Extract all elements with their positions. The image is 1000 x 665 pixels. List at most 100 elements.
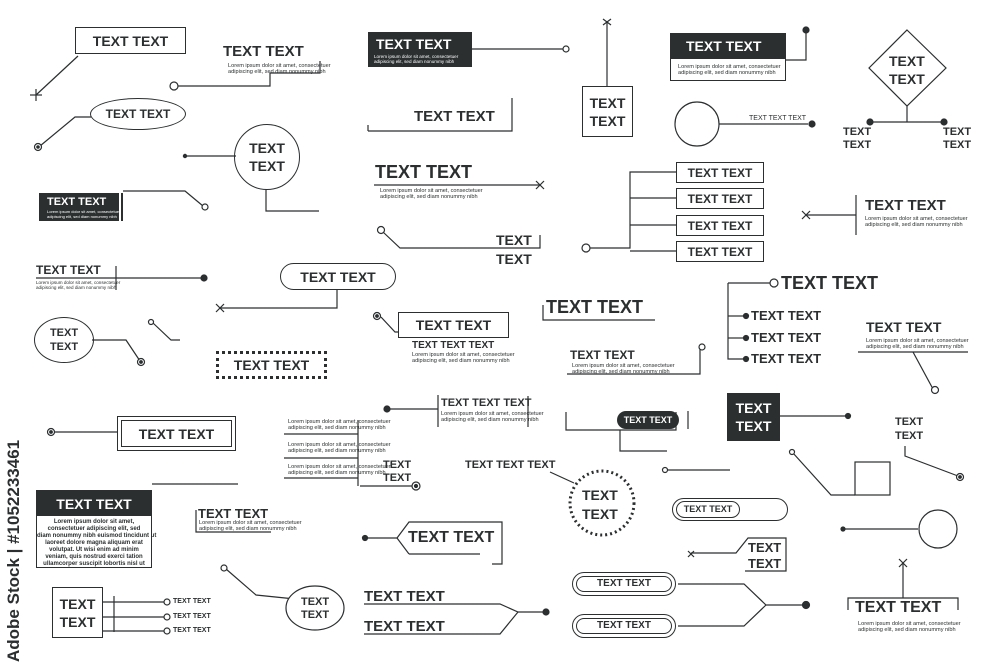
paragraph-line: volutpat. Ut wisi enim ad minim [49,547,139,553]
lorem-line: Lorem ipsum dolor sit amet, consectetuer [288,419,391,425]
double-pill: TEXT TEXT [572,614,676,638]
lorem-line: adipiscing elit, sed diam nonummy nibh [572,369,670,375]
ellipse-label: TEXT TEXT [90,98,186,130]
pill-inner: TEXT TEXT [576,576,672,592]
label-text: TEXT TEXT TEXT [412,340,495,351]
lorem-line: Lorem ipsum dolor sit amet, consectetuer [380,188,483,194]
label-text: TEXT TEXT [375,162,473,182]
label-text: TEXT TEXT [364,588,445,605]
word-text: TEXT [943,139,972,151]
lorem-line: Lorem ipsum dolor sit amet, consectetuer [374,54,459,59]
word-text: TEXT [843,139,872,151]
word-text: TEXT [589,94,626,111]
small-label: TEXT TEXT [173,613,211,620]
dark-bar-box: TEXT TEXT Lorem ipsum dolor sit amet, co… [670,33,786,81]
stock-watermark: Adobe Stock | #1052233461 [4,439,23,662]
label-text: TEXT TEXT [233,357,310,373]
word-text: TEXT [748,540,782,555]
word-text: TEXT [582,506,618,522]
outlined-label: TEXT TEXT [398,312,509,338]
label-text: TEXT TEXT [300,268,376,285]
word-text: TEXT [496,251,532,267]
word-text: TEXT [249,140,285,156]
lorem-line: adipiscing elit, sed diam nonummy nibh [858,627,956,633]
lorem-line: Lorem ipsum dolor sit amet, consectetuer [199,520,302,526]
label-text: TEXT TEXT [408,529,495,546]
label-text: TEXT TEXT [751,330,822,345]
double-pill: TEXT TEXT [572,572,676,596]
word-text: TEXT [59,613,96,630]
word-text: TEXT [895,430,924,442]
card-header: TEXT TEXT [37,491,151,516]
label-text: TEXT TEXT [223,43,304,60]
small-label: TEXT TEXT TEXT [749,115,807,122]
lorem-line: adipiscing elit, sed diam nonummy nibh [865,222,963,228]
word-text: TEXT [895,416,924,428]
label-text: TEXT TEXT [597,578,651,589]
pill-label: TEXT TEXT [280,263,396,290]
lorem-line: Lorem ipsum dolor sit amet, consectetuer [288,442,391,448]
label-text: TEXT TEXT [92,32,169,49]
inner-border: TEXT TEXT [121,420,232,447]
lorem-line: adipiscing elit, sed diam nonummy nibh [866,344,964,350]
lorem-line: Lorem ipsum dolor sit amet, consectetuer [288,464,391,470]
word-text: TEXT [59,595,96,612]
lorem-line: Lorem ipsum dolor sit amet, consectetuer [678,64,781,70]
word-text: TEXT [735,400,772,416]
paragraph-line: ullamcorper suscipit lobortis nisl ut [43,561,145,567]
pill-inner: TEXT TEXT [676,501,740,518]
dark-square: TEXT TEXT [727,393,780,441]
dotted-label: TEXT TEXT [216,351,327,379]
paragraph-line: diam nonummy nibh euismod tincidunt ut [37,533,157,539]
word-text: TEXT [843,126,872,138]
square-box: TEXT TEXT [582,86,633,137]
label-text: TEXT TEXT [687,244,753,259]
label-text: TEXT TEXT [415,317,492,333]
label-text: TEXT TEXT [56,495,132,512]
lorem-line: adipiscing elit, sed diam nonummy nibh [199,526,297,532]
word-text: TEXT [249,158,285,174]
lorem-line: adipiscing elit, sed diam nonummy nibh [412,358,510,364]
word-text: TEXT [49,327,79,339]
tree-node: TEXT TEXT [676,215,764,236]
label-text: TEXT TEXT [364,618,445,635]
label-text: TEXT TEXT [687,165,753,180]
lorem-line: Lorem ipsum dolor sit amet, consectetuer [866,338,969,344]
lorem-line: adipiscing elit, sed diam nonummy nibh [678,70,776,76]
label-text: TEXT TEXT [751,351,822,366]
label-text: TEXT TEXT [687,191,753,206]
lorem-line: Lorem ipsum dolor sit amet, consectetuer [865,216,968,222]
lorem-line: Lorem ipsum dolor sit amet, consectetuer [47,209,121,214]
label-text: TEXT TEXT [623,414,673,425]
word-text: TEXT [889,53,925,69]
paragraph-line: Lorem ipsum dolor sit amet, [53,519,135,525]
label-text: TEXT TEXT [683,504,733,514]
word-text: TEXT [383,472,412,484]
paragraph-card: TEXT TEXT Lorem ipsum dolor sit amet, co… [36,490,157,568]
word-text: TEXT [735,418,772,434]
word-text: TEXT [943,126,972,138]
label-text: TEXT TEXT [546,297,644,317]
lorem-line: Lorem ipsum dolor sit amet, consectetuer [858,621,961,627]
label-text: TEXT TEXT [376,36,452,52]
paragraph-line: consectetuer adipiscing elit, sed [47,526,141,532]
label-text: TEXT TEXT [597,620,651,631]
ellipse-label: TEXT TEXT [34,317,94,363]
label-text: TEXT TEXT TEXT [465,459,556,471]
lorem-line: adipiscing elit, sed diam nonummy nibh [380,194,478,200]
circle-label: TEXT TEXT [234,124,300,190]
lorem-line: Lorem ipsum dolor sit amet, consectetuer [572,363,675,369]
label-text: TEXT TEXT [865,197,946,214]
lorem-line: adipiscing elit, sed diam nonummy nibh [288,425,386,431]
label-text: TEXT TEXT [36,263,101,277]
label-text: TEXT TEXT [105,107,171,121]
label-text: TEXT TEXT [570,348,635,362]
word-text: TEXT [589,112,626,129]
tree-node: TEXT TEXT [676,162,764,183]
dark-tag: TEXT TEXT Lorem ipsum dolor sit amet, co… [39,193,121,221]
label-text: TEXT TEXT [138,425,215,442]
paragraph-line: laoreet dolore magna aliquam erat [45,540,143,546]
double-border-label: TEXT TEXT [117,416,236,451]
lorem-line: Lorem ipsum dolor sit amet, consectetuer [412,352,515,358]
